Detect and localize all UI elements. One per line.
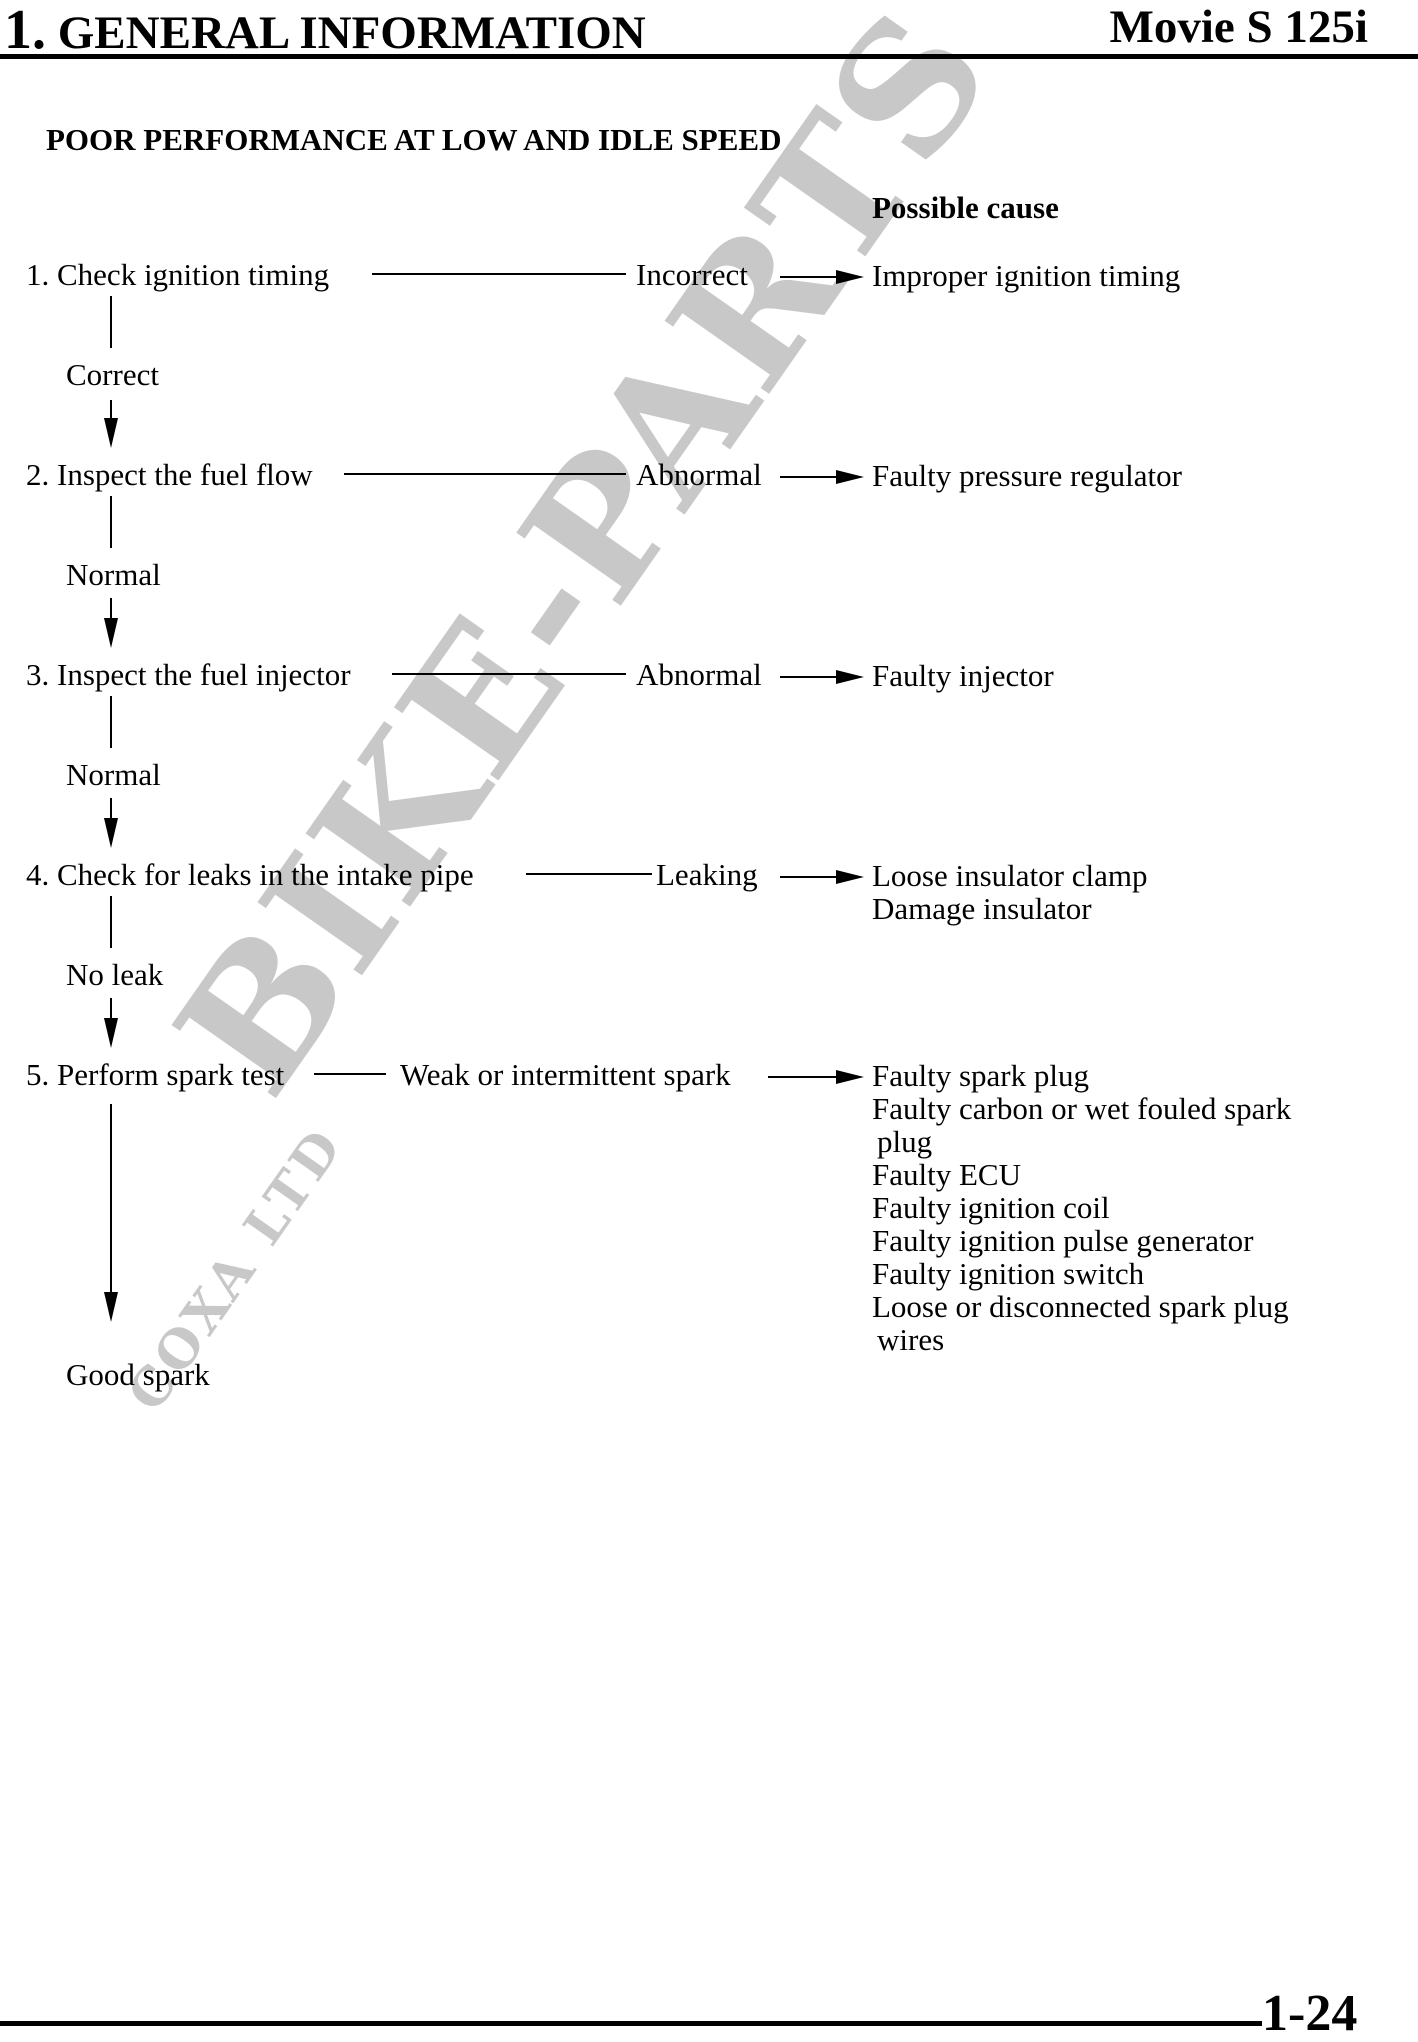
step-3-pass: Normal (66, 757, 161, 792)
section-title: GENERAL INFORMATION (57, 7, 646, 59)
cause-item: Faulty ignition switch (872, 1256, 1145, 1291)
step-4-down-line (110, 896, 112, 948)
watermark-brand: BIKE-PARTS (137, 0, 1032, 1129)
step-5-label: 5. Perform spark test (26, 1057, 285, 1092)
step-4-down-arrow (104, 1018, 118, 1048)
cause-item: Faulty carbon or wet fouled spark (872, 1091, 1292, 1126)
step-4-pass: No leak (66, 957, 164, 992)
step-5-pass: Good spark (66, 1357, 210, 1392)
step-3-arrow-line (780, 676, 840, 678)
step-2-label: 2. Inspect the fuel flow (26, 457, 313, 492)
step-1-pass: Correct (66, 357, 159, 392)
step-1-arrow-head (836, 270, 864, 284)
step-5-down-line (110, 1104, 112, 1294)
step-1-down-arrow (104, 418, 118, 448)
step-2-causes: Faulty pressure regulator (872, 459, 1182, 492)
step-1-result: Incorrect (636, 257, 748, 292)
step-2-down-arrow (104, 618, 118, 648)
cause-item: Damage insulator (872, 891, 1092, 926)
step-5-arrow-line (768, 1076, 840, 1078)
step-2-connector (344, 473, 626, 475)
step-1-connector (372, 273, 626, 275)
page-number: 1-24 (1262, 1985, 1358, 2042)
step-3-connector (392, 673, 626, 675)
step-2-result: Abnormal (636, 457, 762, 492)
cause-item: Faulty spark plug (872, 1058, 1089, 1093)
section-number: 1. (4, 0, 46, 61)
step-4-causes: Loose insulator clamp Damage insulator (872, 859, 1148, 925)
step-5-arrow-head (836, 1070, 864, 1084)
watermark: BIKE-PARTS (137, 0, 1032, 1129)
step-5-connector (314, 1073, 386, 1075)
step-4-down-line-2 (110, 998, 112, 1020)
step-3-arrow-head (836, 670, 864, 684)
possible-cause-heading: Possible cause (872, 190, 1059, 225)
step-3-down-line-2 (110, 798, 112, 820)
header-rule (0, 54, 1418, 59)
cause-item: Improper ignition timing (872, 258, 1181, 293)
step-1-causes: Improper ignition timing (872, 259, 1180, 292)
step-4-result: Leaking (656, 857, 758, 892)
step-5-result: Weak or intermittent spark (400, 1057, 731, 1092)
page-title: POOR PERFORMANCE AT LOW AND IDLE SPEED (46, 122, 782, 157)
step-1-down-line (110, 296, 112, 348)
model-name: Movie S 125i (1109, 1, 1368, 53)
step-2-down-line-2 (110, 598, 112, 620)
cause-item: Faulty injector (872, 658, 1054, 693)
cause-item: Faulty pressure regulator (872, 458, 1182, 493)
step-4-label: 4. Check for leaks in the intake pipe (26, 857, 474, 892)
cause-item: Faulty ECU (872, 1157, 1021, 1192)
section-header: 1. GENERAL INFORMATION (4, 2, 646, 58)
step-1-label: 1. Check ignition timing (26, 257, 330, 292)
step-2-down-line (110, 496, 112, 548)
step-2-arrow-line (780, 476, 840, 478)
step-3-down-arrow (104, 818, 118, 848)
cause-item: Loose insulator clamp (872, 858, 1148, 893)
step-4-arrow-head (836, 870, 864, 884)
step-3-down-line (110, 696, 112, 748)
cause-item: Faulty ignition coil (872, 1190, 1110, 1225)
cause-item: Loose or disconnected spark plug (872, 1289, 1289, 1324)
step-5-causes: Faulty spark plug Faulty carbon or wet f… (872, 1059, 1291, 1356)
step-4-arrow-line (780, 876, 840, 878)
step-1-arrow-line (780, 276, 840, 278)
step-2-arrow-head (836, 470, 864, 484)
cause-item: wires (877, 1322, 945, 1357)
step-3-label: 3. Inspect the fuel injector (26, 657, 351, 692)
step-2-pass: Normal (66, 557, 161, 592)
footer-rule (0, 2021, 1262, 2026)
cause-item: Faulty ignition pulse generator (872, 1223, 1254, 1258)
step-3-result: Abnormal (636, 657, 762, 692)
cause-item: plug (877, 1124, 933, 1159)
step-3-causes: Faulty injector (872, 659, 1054, 692)
step-1-down-line-2 (110, 400, 112, 420)
step-4-connector (526, 873, 652, 875)
step-5-down-arrow (104, 1292, 118, 1322)
